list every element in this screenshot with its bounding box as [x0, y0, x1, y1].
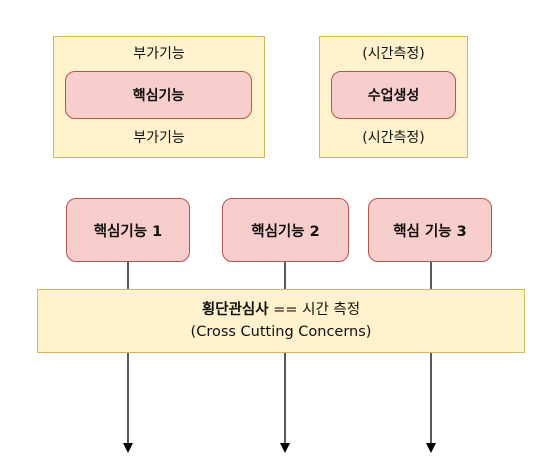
- create-class-box: 수업생성: [331, 71, 456, 119]
- core-feature-box: 핵심기능: [65, 71, 252, 119]
- additional-feature-box: 부가기능 핵심기능 부가기능: [53, 36, 265, 158]
- core-module-2: 핵심기능 2: [222, 198, 349, 262]
- cross-cutting-subtitle: (Cross Cutting Concerns): [190, 324, 372, 340]
- cross-cutting-title-rest: == 시간 측정: [268, 302, 361, 318]
- cross-cutting-title: 횡단관심사 == 시간 측정: [202, 299, 360, 321]
- additional-feature-bottom-label: 부가기능: [133, 130, 185, 146]
- core-module-3: 핵심 기능 3: [368, 198, 492, 262]
- timing-box: (시간측정) 수업생성 (시간측정): [319, 36, 468, 158]
- cross-cutting-title-bold: 횡단관심사: [201, 302, 269, 318]
- additional-feature-top-label: 부가기능: [133, 46, 185, 62]
- timing-bottom-label: (시간측정): [362, 130, 425, 146]
- cross-cutting-concerns-band: 횡단관심사 == 시간 측정 (Cross Cutting Concerns): [37, 289, 525, 353]
- core-module-1: 핵심기능 1: [66, 198, 190, 262]
- timing-top-label: (시간측정): [362, 46, 425, 62]
